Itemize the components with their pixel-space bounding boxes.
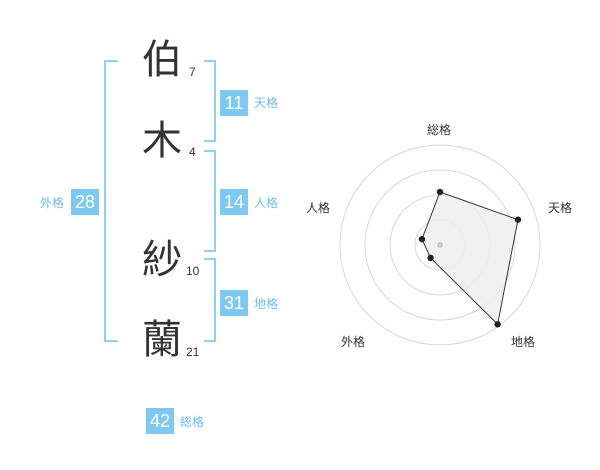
radar-point-4 [427, 254, 434, 262]
stroke-count-4: 21 [186, 345, 200, 359]
radar-point-5 [418, 235, 426, 243]
tenkaku-bracket [204, 60, 216, 142]
name-char-4: 蘭 [142, 317, 182, 363]
radar-grid-ring [364, 169, 516, 321]
gaikaku-label: 外格 [40, 196, 65, 210]
soukaku-value: 42 [146, 408, 174, 434]
tenkaku-value: 11 [220, 90, 248, 116]
jinkaku-label: 人格 [254, 196, 279, 210]
gaikaku-value: 28 [71, 189, 99, 215]
gaikaku-bracket [104, 60, 118, 342]
radar-label-ten: 天格 [548, 201, 573, 215]
chikaku-value: 31 [220, 290, 248, 316]
radar-polygon [421, 191, 519, 326]
stroke-count-1: 7 [189, 65, 196, 79]
chikaku-label: 地格 [254, 297, 279, 311]
radar-label-sou: 総格 [427, 123, 452, 137]
chikaku-bracket [204, 258, 216, 342]
radar-chart [339, 144, 541, 346]
radar-label-jin: 人格 [306, 201, 331, 215]
radar-point-2 [514, 216, 522, 223]
stroke-count-3: 10 [186, 264, 200, 278]
stroke-count-2: 4 [189, 145, 196, 159]
radar-center-point [437, 242, 443, 248]
tenkaku-label: 天格 [254, 96, 279, 110]
name-char-1: 伯 [142, 37, 182, 83]
radar-label-chi: 地格 [511, 335, 536, 349]
name-char-2: 木 [142, 118, 182, 164]
jinkaku-value: 14 [220, 189, 248, 215]
radar-point-3 [494, 321, 501, 328]
jinkaku-bracket [204, 150, 216, 252]
soukaku-label: 総格 [180, 415, 205, 429]
radar-point-1 [436, 188, 444, 196]
radar-grid-ring [339, 144, 541, 346]
radar-label-gai: 外格 [341, 335, 366, 349]
name-char-3: 紗 [142, 237, 182, 283]
